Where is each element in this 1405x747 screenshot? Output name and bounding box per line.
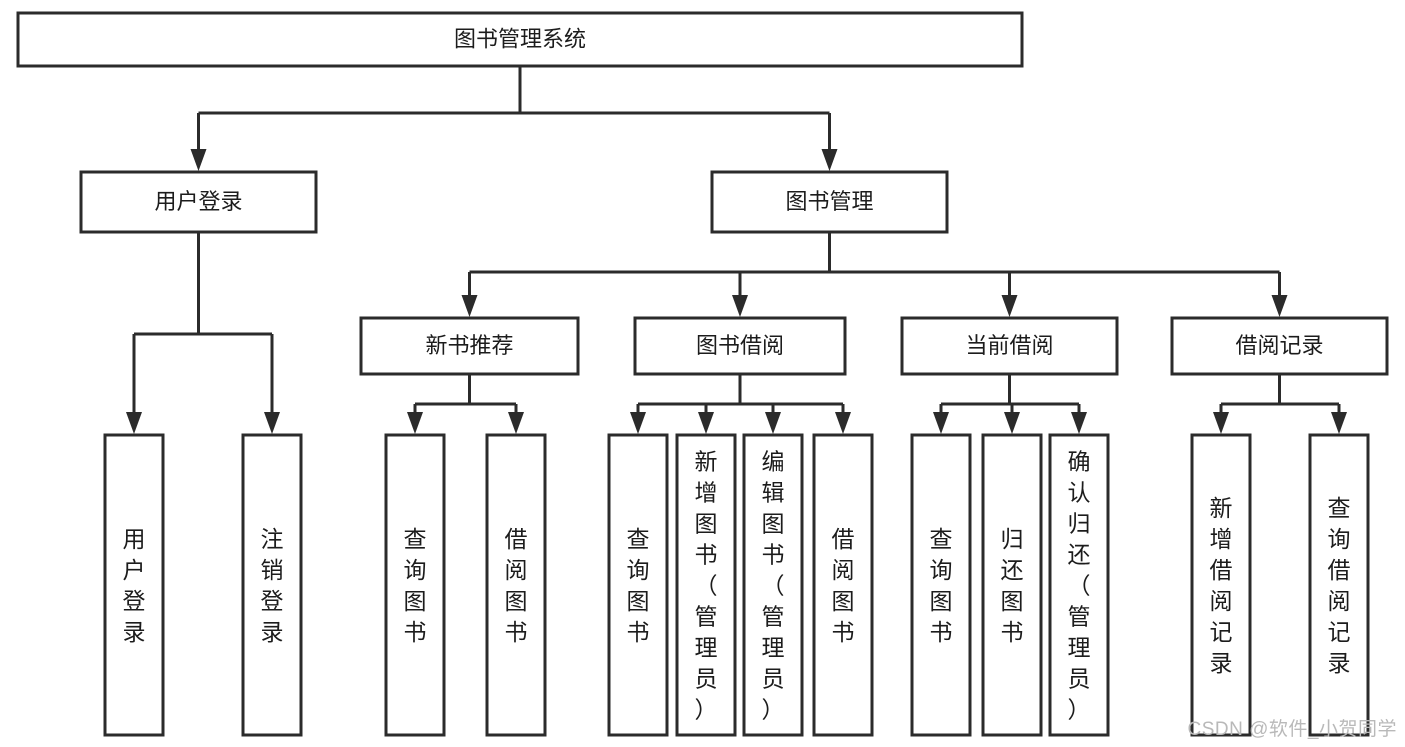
node-label-new-book-recommend: 新书推荐 <box>425 333 513 358</box>
node-book-manage[interactable]: 图书管理 <box>710 170 949 234</box>
node-label-leaf-borrow-book-2: 借阅图书 <box>832 526 855 645</box>
node-leaf-query-book-1[interactable]: 查询图书 <box>384 433 446 737</box>
node-leaf-user-login[interactable]: 用户登录 <box>103 433 165 737</box>
node-root[interactable]: 图书管理系统 <box>16 11 1024 68</box>
node-label-leaf-query-borrow-record: 查询借阅记录 <box>1328 495 1351 676</box>
node-label-leaf-edit-book: 编辑图书（管理员） <box>762 449 785 723</box>
node-box-leaf-add-book[interactable] <box>675 433 737 737</box>
node-leaf-user-logout[interactable]: 注销登录 <box>241 433 303 737</box>
node-current-borrow[interactable]: 当前借阅 <box>900 316 1119 376</box>
node-leaf-edit-book[interactable]: 编辑图书（管理员） <box>742 433 804 737</box>
node-label-leaf-query-book-1: 查询图书 <box>404 526 427 645</box>
node-leaf-add-borrow-record[interactable]: 新增借阅记录 <box>1190 433 1252 737</box>
connector-group-book-borrow <box>630 374 851 434</box>
node-box-leaf-user-logout[interactable] <box>241 433 303 737</box>
node-leaf-return-book[interactable]: 归还图书 <box>981 433 1043 737</box>
node-leaf-confirm-return[interactable]: 确认归还（管理员） <box>1048 433 1110 737</box>
node-leaf-query-book-2[interactable]: 查询图书 <box>607 433 669 737</box>
connector-group-current-borrow <box>933 374 1087 434</box>
node-box-book-manage[interactable] <box>710 170 949 234</box>
node-label-root: 图书管理系统 <box>454 26 586 51</box>
node-box-leaf-add-borrow-record[interactable] <box>1190 433 1252 737</box>
node-label-leaf-add-book: 新增图书（管理员） <box>695 449 718 723</box>
node-user-login[interactable]: 用户登录 <box>79 170 318 234</box>
node-label-current-borrow: 当前借阅 <box>965 333 1053 358</box>
node-box-leaf-query-book-2[interactable] <box>607 433 669 737</box>
connector-group-root <box>190 66 838 171</box>
node-box-user-login[interactable] <box>79 170 318 234</box>
node-box-root[interactable] <box>16 11 1024 68</box>
node-label-leaf-user-logout: 注销登录 <box>261 526 284 645</box>
node-label-leaf-query-book-3: 查询图书 <box>930 526 953 645</box>
node-box-leaf-query-borrow-record[interactable] <box>1308 433 1370 737</box>
node-label-borrow-record: 借阅记录 <box>1235 333 1323 358</box>
connector-layer <box>126 66 1347 434</box>
node-box-leaf-query-book-3[interactable] <box>910 433 972 737</box>
connector-group-user-login <box>126 232 280 434</box>
node-label-book-borrow: 图书借阅 <box>696 333 784 358</box>
node-layer: 图书管理系统用户登录图书管理新书推荐图书借阅当前借阅借阅记录用户登录注销登录查询… <box>16 11 1389 737</box>
node-label-leaf-add-borrow-record: 新增借阅记录 <box>1210 495 1233 676</box>
node-box-leaf-query-book-1[interactable] <box>384 433 446 737</box>
node-box-leaf-edit-book[interactable] <box>742 433 804 737</box>
node-box-book-borrow[interactable] <box>633 316 847 376</box>
node-leaf-borrow-book-2[interactable]: 借阅图书 <box>812 433 874 737</box>
node-box-leaf-borrow-book-2[interactable] <box>812 433 874 737</box>
node-box-borrow-record[interactable] <box>1170 316 1389 376</box>
node-leaf-add-book[interactable]: 新增图书（管理员） <box>675 433 737 737</box>
node-label-book-manage: 图书管理 <box>785 189 873 214</box>
node-box-new-book-recommend[interactable] <box>359 316 580 376</box>
node-label-leaf-confirm-return: 确认归还（管理员） <box>1068 449 1091 723</box>
connector-group-book-manage <box>461 232 1288 317</box>
node-box-leaf-confirm-return[interactable] <box>1048 433 1110 737</box>
node-box-leaf-return-book[interactable] <box>981 433 1043 737</box>
connector-group-borrow-record <box>1213 374 1347 434</box>
node-label-leaf-user-login: 用户登录 <box>123 526 146 645</box>
node-leaf-query-borrow-record[interactable]: 查询借阅记录 <box>1308 433 1370 737</box>
node-leaf-borrow-book-1[interactable]: 借阅图书 <box>485 433 547 737</box>
node-box-leaf-user-login[interactable] <box>103 433 165 737</box>
node-label-leaf-borrow-book-1: 借阅图书 <box>505 526 528 645</box>
node-new-book-recommend[interactable]: 新书推荐 <box>359 316 580 376</box>
node-leaf-query-book-3[interactable]: 查询图书 <box>910 433 972 737</box>
watermark-text: CSDN @软件_小贺同学 <box>1187 719 1397 740</box>
node-book-borrow[interactable]: 图书借阅 <box>633 316 847 376</box>
node-box-current-borrow[interactable] <box>900 316 1119 376</box>
node-borrow-record[interactable]: 借阅记录 <box>1170 316 1389 376</box>
node-label-leaf-return-book: 归还图书 <box>1001 526 1024 645</box>
node-label-leaf-query-book-2: 查询图书 <box>627 526 650 645</box>
node-box-leaf-borrow-book-1[interactable] <box>485 433 547 737</box>
node-label-user-login: 用户登录 <box>154 189 242 214</box>
connector-group-new-book-recommend <box>407 374 524 434</box>
